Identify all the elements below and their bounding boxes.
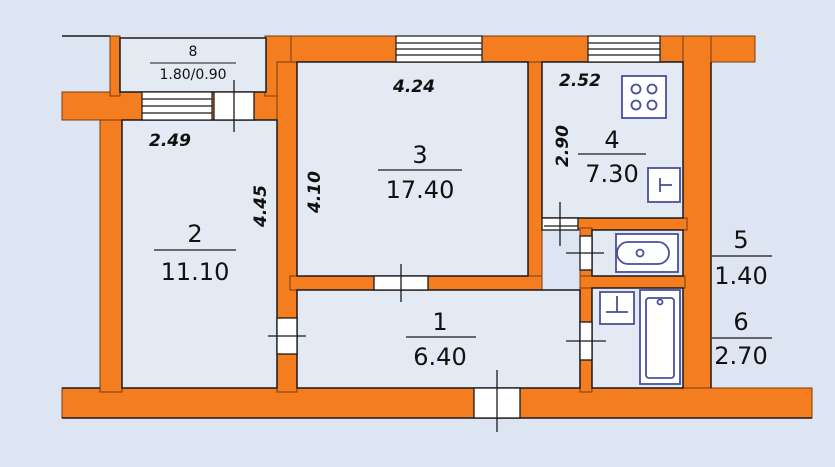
room-3-area: 17.40	[386, 176, 455, 204]
room-2-area: 11.10	[161, 258, 230, 286]
room-2	[121, 119, 278, 389]
toilet-icon	[599, 291, 635, 325]
washbasin-icon	[615, 233, 679, 273]
room-8-balcony	[119, 37, 267, 93]
room-6-area: 2.70	[714, 342, 767, 370]
room-1-number: 1	[432, 308, 447, 336]
sink-icon	[647, 167, 681, 203]
dimension-labels: 4.24 4.10 2.49 4.45 2.52 2.90	[149, 71, 601, 228]
room-1-area: 6.40	[413, 343, 466, 371]
doors	[213, 80, 606, 432]
window-room2	[141, 91, 213, 121]
dim-room2-width: 2.49	[149, 131, 191, 151]
window-room3	[395, 35, 483, 63]
room-4-number: 4	[604, 126, 619, 154]
door-room5	[566, 235, 604, 271]
dim-room4-height: 2.90	[553, 125, 573, 167]
window-room4	[587, 35, 661, 63]
door-room2	[268, 317, 306, 355]
door-balcony	[213, 80, 255, 132]
dim-room3-height: 4.10	[305, 171, 325, 214]
room-5-area: 1.40	[714, 262, 767, 290]
entrance-door	[473, 370, 521, 432]
exterior-lines	[62, 35, 812, 419]
dim-room3-width: 4.24	[392, 77, 435, 97]
room-2-number: 2	[187, 220, 202, 248]
dim-room4-width: 2.52	[559, 71, 601, 91]
room-4-area: 7.30	[585, 160, 638, 188]
windows	[141, 35, 661, 121]
door-room3	[373, 264, 429, 302]
room-8-size: 1.80/0.90	[159, 67, 226, 83]
stove-icon	[621, 75, 667, 119]
room-1	[296, 289, 581, 389]
rooms	[119, 37, 684, 389]
room-8-number: 8	[189, 44, 198, 60]
room-labels: 8 1.80/0.90 3 17.40 2 11.10 4 7.30 1 6.4…	[150, 44, 772, 371]
room-3-number: 3	[412, 141, 427, 169]
door-room4	[541, 202, 579, 246]
bathtub-icon	[639, 289, 681, 385]
room-5-number: 5	[733, 226, 748, 254]
room-6-number: 6	[733, 308, 748, 336]
door-room6	[566, 321, 606, 361]
dim-room2-height: 4.45	[251, 185, 271, 228]
